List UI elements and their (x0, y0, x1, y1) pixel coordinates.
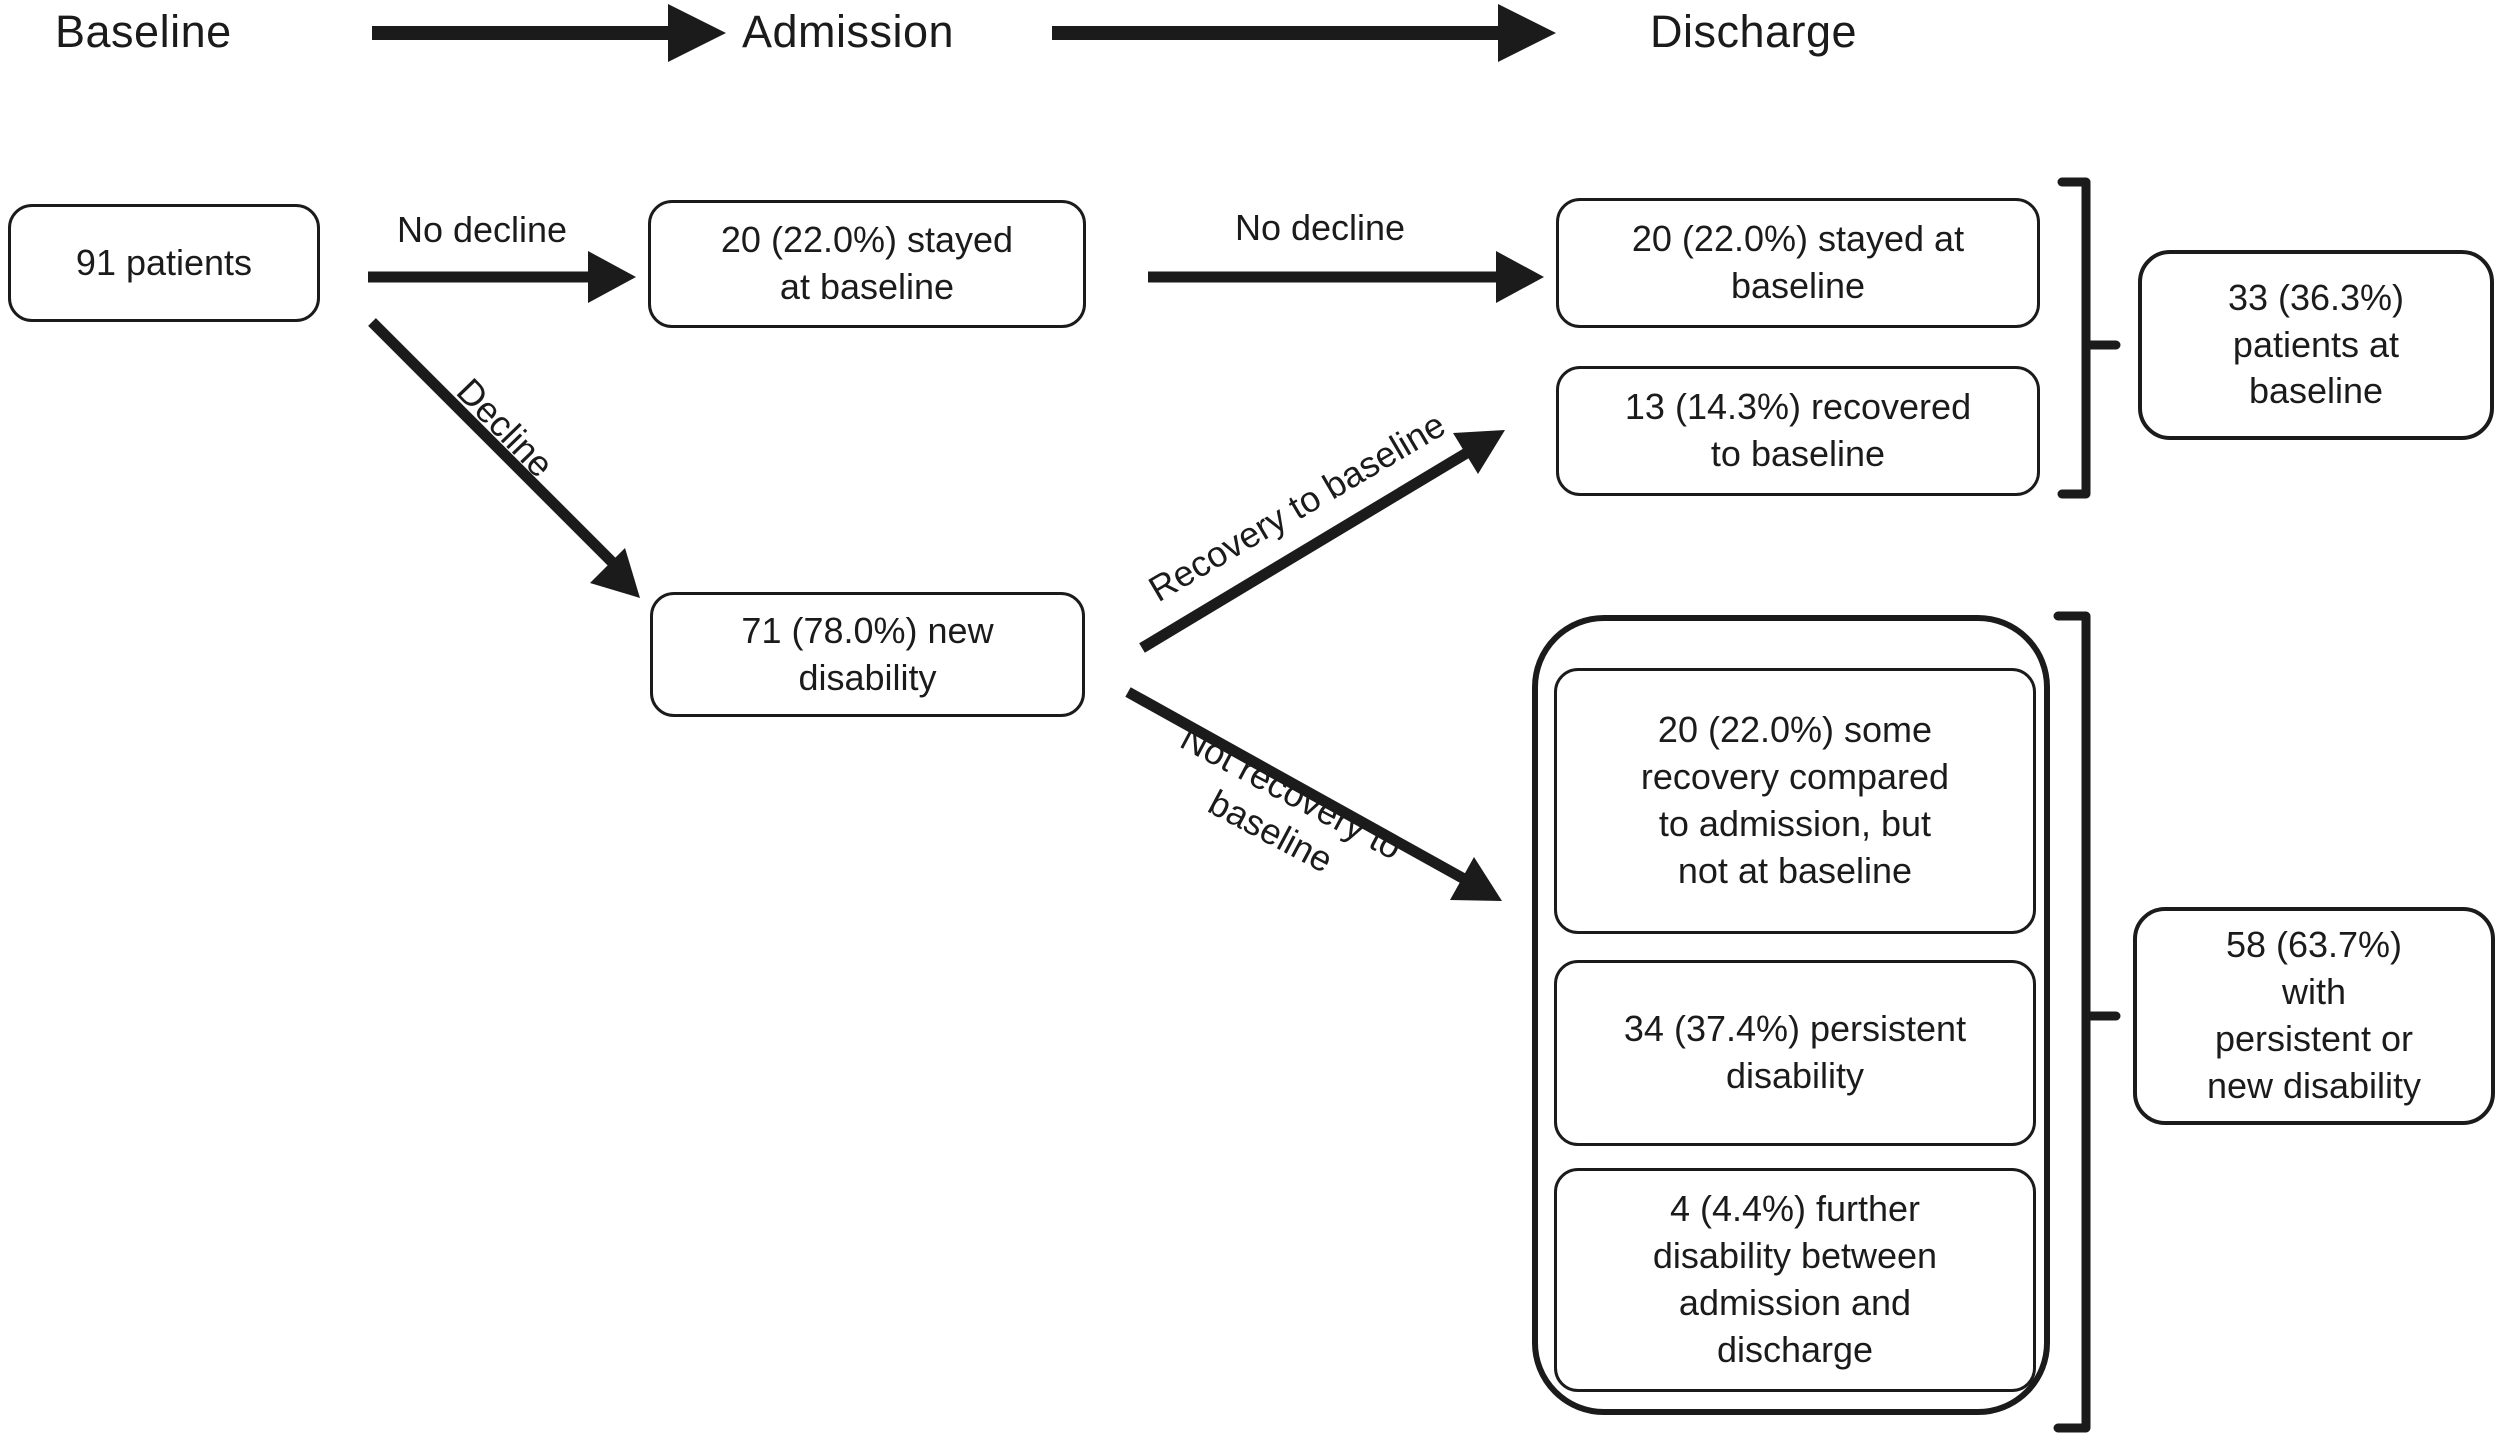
stage-label-discharge: Discharge (1650, 6, 1858, 57)
node-further-disability: 4 (4.4%) further disability between admi… (1554, 1168, 2036, 1392)
admission-to-discharge-arrow (1052, 4, 1556, 62)
arrow-decline (368, 318, 640, 598)
node-recovered: 13 (14.3%) recovered to baseline (1556, 366, 2040, 496)
arrow-no-decline-2 (1148, 251, 1544, 303)
baseline-to-admission-arrow (372, 4, 726, 62)
bracket-disability-group (2053, 611, 2121, 1433)
node-admission-stayed: 20 (22.0%) stayed at baseline (648, 200, 1086, 328)
node-disability-total: 58 (63.7%) with persistent or new disabi… (2133, 907, 2495, 1125)
stage-label-admission: Admission (742, 6, 955, 57)
node-persistent-disability: 34 (37.4%) persistent disability (1554, 960, 2036, 1146)
edge-label-no-decline-2: No decline (1234, 207, 1406, 249)
arrow-no-decline-1 (368, 251, 636, 303)
node-some-recovery: 20 (22.0%) some recovery compared to adm… (1554, 668, 2036, 934)
stage-label-baseline: Baseline (55, 6, 232, 57)
edge-label-no-decline-1: No decline (396, 209, 568, 251)
node-discharge-stayed: 20 (22.0%) stayed at baseline (1556, 198, 2040, 328)
arrow-not-recovery (1125, 687, 1502, 901)
node-91-patients: 91 patients (8, 204, 320, 322)
node-patients-at-baseline-total: 33 (36.3%) patients at baseline (2138, 250, 2494, 440)
arrow-recovery (1139, 430, 1505, 653)
bracket-baseline-group (2057, 177, 2121, 499)
node-new-disability: 71 (78.0%) new disability (650, 592, 1085, 717)
